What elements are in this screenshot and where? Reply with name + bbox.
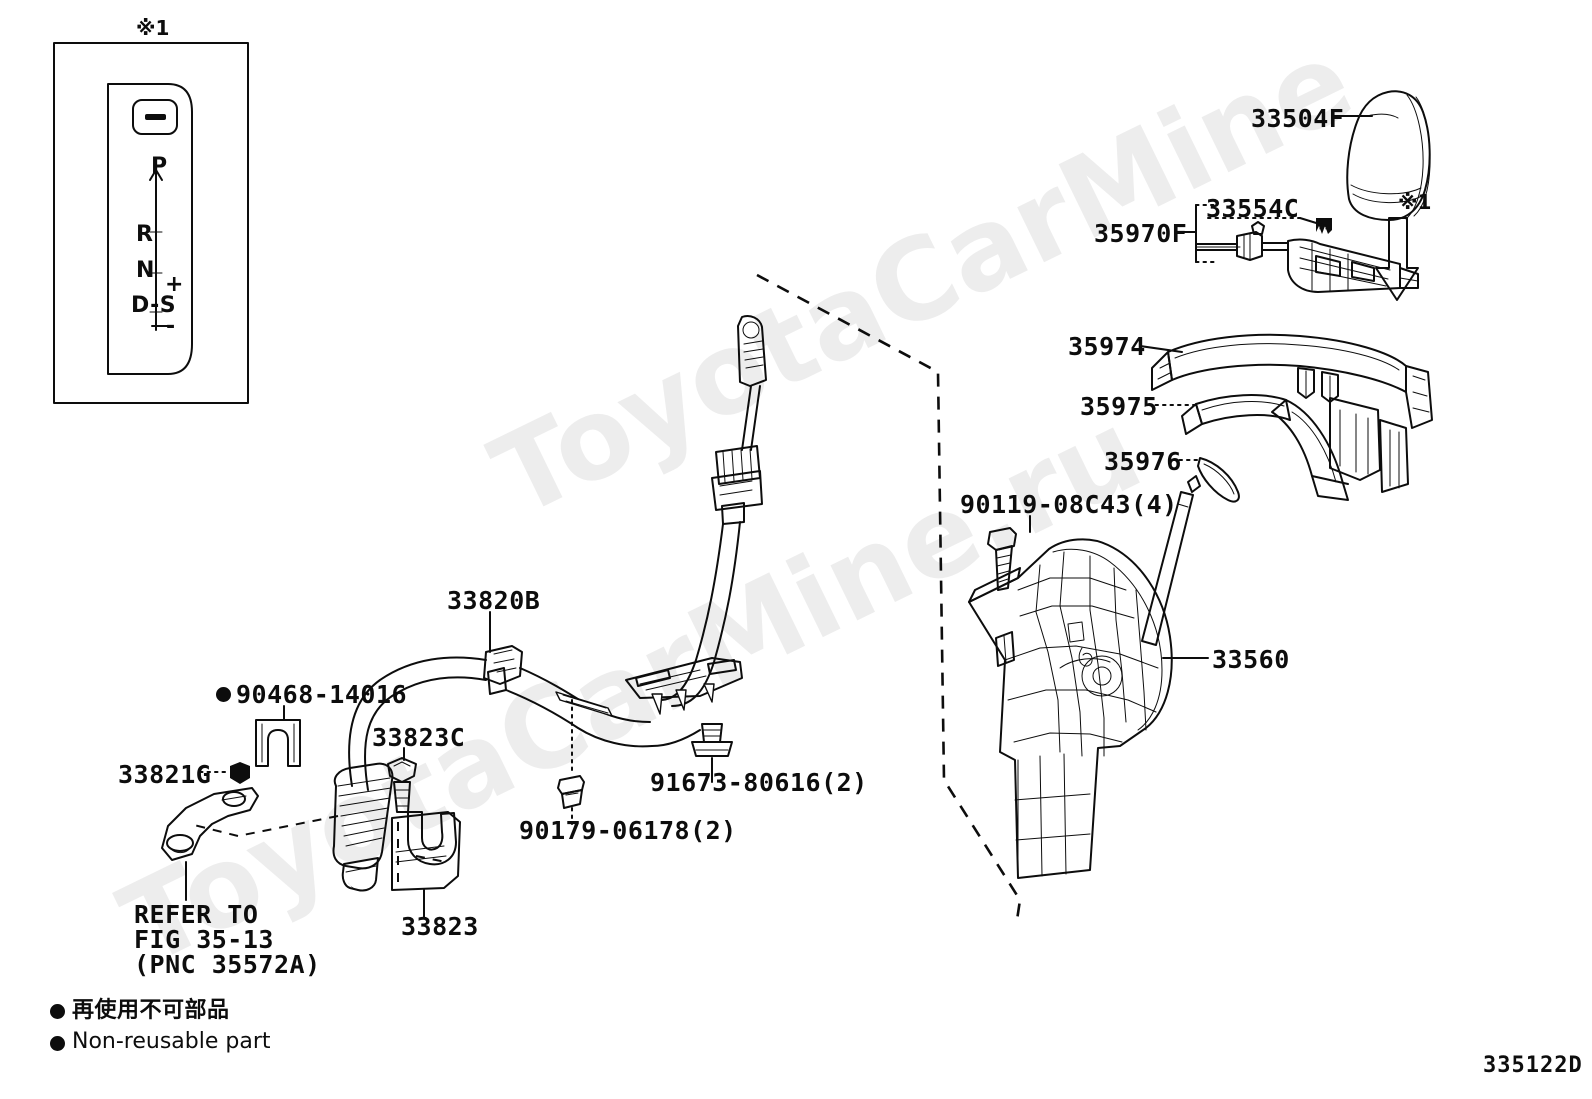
- note-arrow-icon: [1375, 217, 1419, 301]
- gear-position-r: R: [136, 222, 154, 247]
- label-33821g: 33821G: [118, 760, 212, 789]
- inset-note-marker: ※1: [136, 16, 170, 40]
- cable-upper-end: [659, 315, 767, 707]
- gear-position-ds: D-S: [131, 293, 177, 318]
- legend-bullet-jp: [50, 1004, 65, 1019]
- label-90468-14016: 90468-14016: [236, 680, 408, 709]
- cable-bracket-33823: [391, 811, 461, 919]
- bolt-90119-08c43: [987, 527, 1017, 591]
- assembly-boundary-dashed: [756, 273, 1022, 921]
- control-cable-33820b: [189, 645, 743, 892]
- refer-note-line2: FIG 35-13: [134, 925, 274, 954]
- bezel-35976: [1187, 457, 1240, 503]
- clip-90468-14016: [255, 719, 301, 767]
- note-marker-arrow: ※1: [1398, 190, 1432, 214]
- figure-id: 335122D: [1483, 1053, 1583, 1078]
- nut-33821g: [230, 762, 250, 784]
- label-33554c: 33554C: [1206, 194, 1300, 223]
- label-33560: 33560: [1212, 645, 1290, 674]
- label-90119-08c43: 90119-08C43(4): [960, 490, 1178, 519]
- bolt-91673-80616: [691, 723, 733, 783]
- shift-cable-bracket-refer: [161, 787, 259, 901]
- legend-bullet-en: [50, 1036, 65, 1051]
- label-90179-06178: 90179-06178(2): [519, 816, 737, 845]
- gear-position-p: P: [151, 154, 168, 179]
- shift-lever-housing-33560: [968, 491, 1194, 879]
- label-35976: 35976: [1104, 447, 1182, 476]
- nut-90179-06178: [557, 699, 585, 825]
- label-33823: 33823: [401, 912, 479, 941]
- bezel-35975: [1181, 394, 1349, 501]
- shift-pattern-inset: [53, 42, 249, 404]
- legend-text-jp: 再使用不可部品: [72, 998, 230, 1023]
- leader-lines: [199, 115, 1373, 773]
- non-reusable-marker-90468: [216, 687, 231, 702]
- label-33504f: 33504F: [1251, 104, 1345, 133]
- label-35970f: 35970F: [1094, 219, 1188, 248]
- label-35975: 35975: [1080, 392, 1158, 421]
- label-35974: 35974: [1068, 332, 1146, 361]
- label-33820b: 33820B: [447, 586, 541, 615]
- bezel-35974: [1151, 333, 1433, 493]
- refer-note-line3: (PNC 35572A): [134, 950, 321, 979]
- gear-minus-sign: -: [166, 314, 176, 339]
- refer-note-line1: REFER TO: [134, 900, 259, 929]
- gear-plus-sign: +: [165, 272, 184, 297]
- legend-text-en: Non-reusable part: [72, 1029, 271, 1054]
- label-33823c: 33823C: [372, 723, 466, 752]
- label-91673-80616: 91673-80616(2): [650, 768, 868, 797]
- shift-lock-wire-35970f: [1195, 218, 1419, 293]
- gear-position-n: N: [136, 258, 155, 283]
